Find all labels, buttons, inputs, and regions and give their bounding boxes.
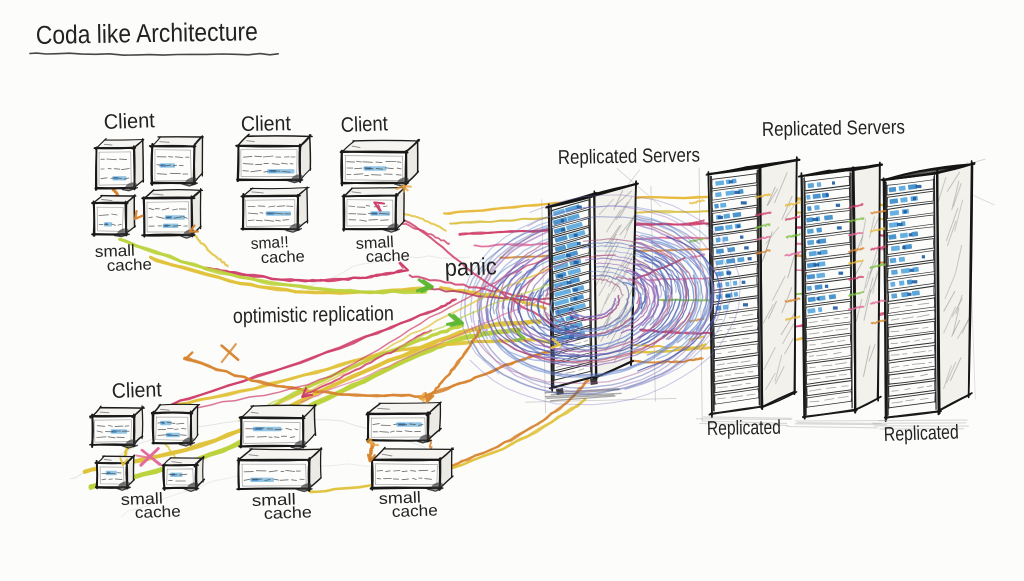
svg-text:cache: cache (264, 504, 313, 523)
svg-text:optimistic replication: optimistic replication (233, 302, 394, 328)
svg-text:panic: panic (444, 253, 497, 282)
svg-text:cache: cache (261, 248, 306, 267)
svg-text:Coda like Architecture: Coda like Architecture (36, 16, 258, 50)
svg-text:Replicated: Replicated (707, 417, 781, 440)
svg-text:small: small (95, 243, 136, 261)
svg-text:small: small (121, 491, 164, 509)
svg-text:small: small (355, 234, 394, 253)
svg-text:Replicated Servers: Replicated Servers (558, 145, 700, 169)
svg-text:Client: Client (103, 109, 155, 134)
svg-text:cache: cache (366, 247, 411, 266)
svg-text:cache: cache (135, 503, 182, 522)
svg-text:Replicated: Replicated (883, 421, 959, 446)
svg-text:small: small (252, 491, 297, 510)
svg-text:sma!!: sma!! (250, 234, 289, 253)
svg-text:small: small (379, 490, 422, 508)
svg-text:Client: Client (241, 112, 292, 136)
svg-text:cache: cache (392, 502, 439, 521)
svg-text:cache: cache (107, 256, 153, 275)
svg-text:Client: Client (340, 112, 388, 137)
svg-text:Client: Client (111, 378, 162, 403)
svg-text:Replicated Servers: Replicated Servers (762, 117, 905, 141)
